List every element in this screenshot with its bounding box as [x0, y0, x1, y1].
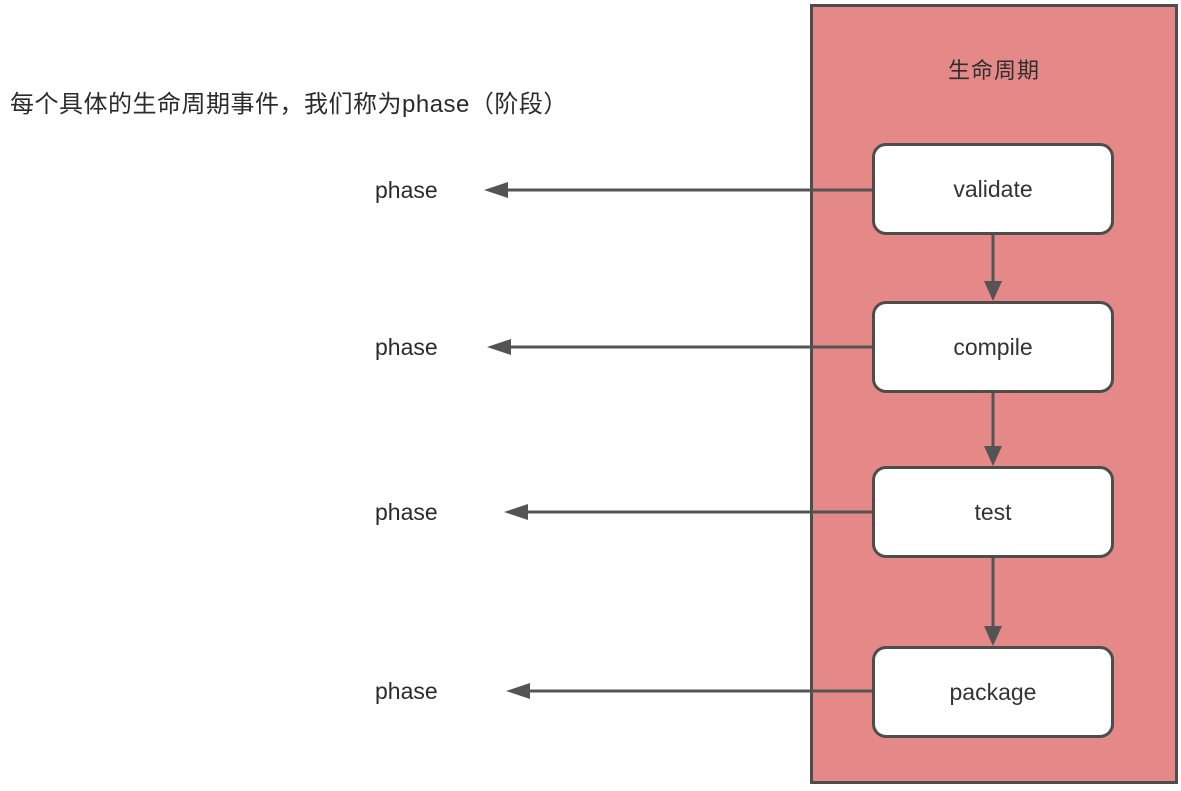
annotation-text: 每个具体的生命周期事件，我们称为phase（阶段）: [10, 91, 568, 118]
node-compile-label: compile: [953, 333, 1033, 360]
node-package: package: [872, 646, 1114, 738]
phase-label-package: phase: [375, 678, 438, 704]
node-compile: compile: [872, 301, 1114, 393]
node-validate: validate: [872, 143, 1114, 235]
node-test: test: [872, 466, 1114, 558]
node-package-label: package: [949, 678, 1037, 705]
phase-label-test: phase: [375, 499, 438, 525]
panel-title: 生命周期: [947, 58, 1040, 83]
phase-label-validate: phase: [375, 177, 438, 203]
phase-label-compile: phase: [375, 334, 438, 360]
node-validate-label: validate: [953, 175, 1033, 202]
node-test-label: test: [974, 498, 1012, 525]
